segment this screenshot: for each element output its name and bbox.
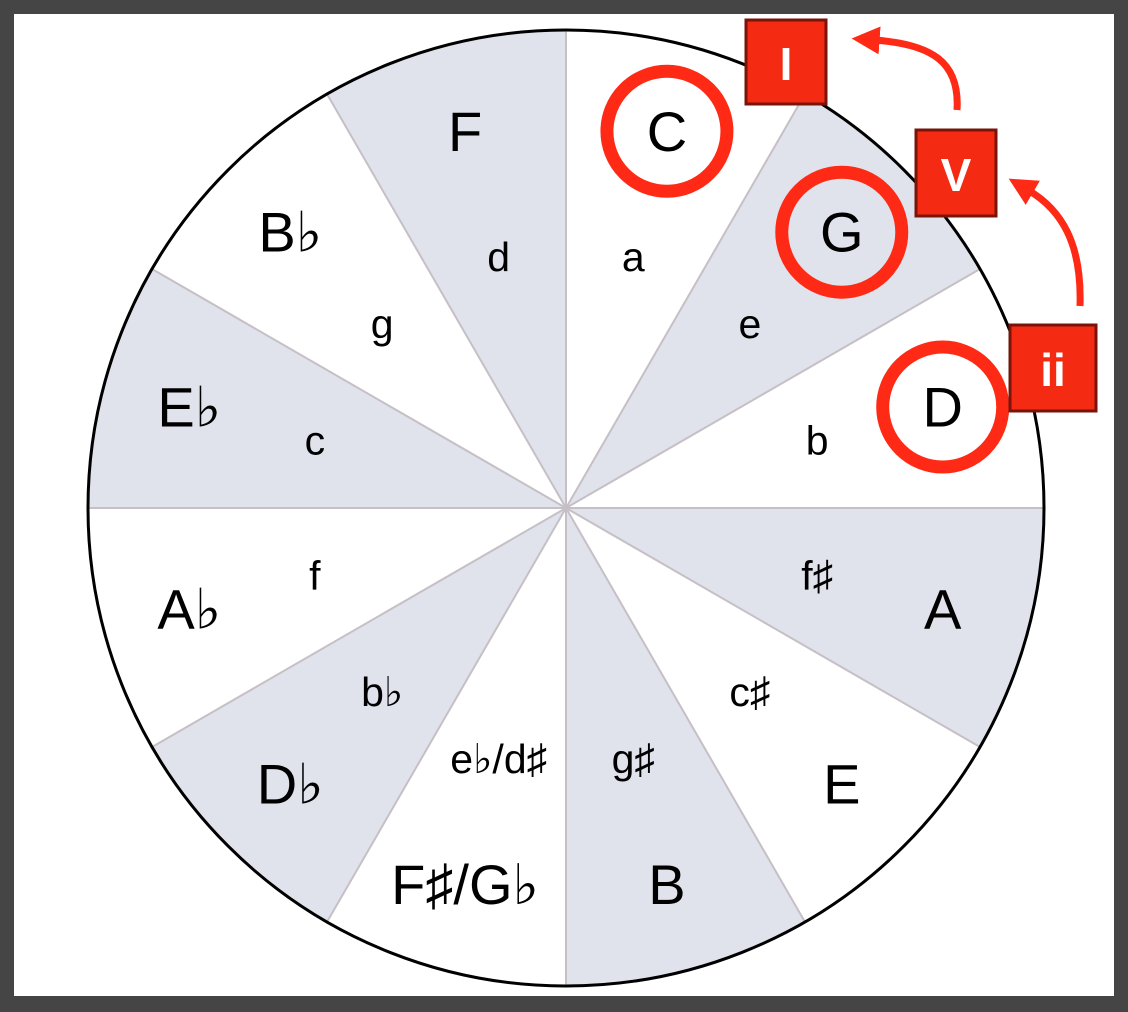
major-key-label-a: A <box>924 577 962 640</box>
segment-divider <box>565 93 806 509</box>
major-key-label-d-flat: D♭ <box>257 752 324 815</box>
wheel-outline <box>86 28 1046 988</box>
segment-f-sharp-g-flat <box>327 508 566 986</box>
major-key-label-b-flat: B♭ <box>258 201 322 264</box>
segment-c <box>566 30 805 508</box>
badge-numeral: ii <box>1040 344 1066 396</box>
major-key-label-e: E <box>823 752 860 815</box>
major-key-label-f-sharp-g-flat: F♯/G♭ <box>391 853 539 916</box>
major-key-label-f: F <box>448 100 482 163</box>
minor-key-label-f: d <box>487 234 510 280</box>
progression-arrow-v-to-i <box>851 26 961 111</box>
segment-divider <box>565 507 981 748</box>
roman-numeral-badge-ii: ii <box>1008 323 1098 413</box>
highlight-ring-d <box>876 340 1010 474</box>
minor-key-label-b: g♯ <box>612 736 655 782</box>
minor-key-label-a: f♯ <box>801 552 833 598</box>
major-key-label-b: B <box>648 853 685 916</box>
minor-key-label-b-flat: g <box>371 301 394 347</box>
minor-key-label-g: e <box>738 301 761 347</box>
roman-numeral-badge-v: V <box>914 128 998 218</box>
segment-e-flat <box>88 269 566 508</box>
major-key-label-c: C <box>647 100 687 163</box>
major-key-label-d: D <box>922 376 962 439</box>
badge-numeral: I <box>780 38 793 90</box>
segment-b <box>566 508 805 986</box>
segment-d-flat <box>152 508 566 922</box>
progression-arrow-ii-to-v <box>1008 178 1084 307</box>
segment-layer <box>88 30 1044 986</box>
segment-b-flat <box>152 94 566 508</box>
segment-f <box>327 30 566 508</box>
segment-divider <box>326 507 567 923</box>
badge-box <box>744 18 828 106</box>
minor-key-label-c: a <box>622 234 645 280</box>
highlight-ring-layer <box>600 64 1010 474</box>
segment-a-flat <box>88 508 566 747</box>
segment-e <box>566 508 980 922</box>
minor-key-label-e: c♯ <box>729 669 770 715</box>
minor-key-label-f-sharp-g-flat: e♭/d♯ <box>450 736 547 782</box>
segment-divider <box>151 268 567 509</box>
major-key-label-g: G <box>820 201 864 264</box>
segment-divider <box>326 93 567 509</box>
badge-layer: I Vii <box>744 18 1098 413</box>
segment-d <box>566 269 1044 508</box>
minor-key-label-d: b <box>806 418 829 464</box>
segment-divider <box>565 507 806 923</box>
roman-numeral-badge-i: I <box>744 18 828 106</box>
minor-key-label-a-flat: f <box>309 552 321 598</box>
badge-numeral: V <box>941 149 972 201</box>
arrow-layer <box>851 26 1084 307</box>
badge-box <box>914 128 998 218</box>
highlight-ring-g <box>775 165 909 299</box>
major-key-label-e-flat: E♭ <box>157 376 221 439</box>
badge-box <box>1008 323 1098 413</box>
minor-key-label-d-flat: b♭ <box>361 669 403 715</box>
segment-divider <box>565 268 981 509</box>
segment-divider <box>151 507 567 748</box>
major-key-label-a-flat: A♭ <box>157 577 221 640</box>
segment-g <box>566 94 980 508</box>
divider-layer <box>88 30 1044 986</box>
highlight-ring-c <box>600 64 734 198</box>
minor-key-label-e-flat: c <box>305 418 326 464</box>
segment-a <box>566 508 1044 747</box>
